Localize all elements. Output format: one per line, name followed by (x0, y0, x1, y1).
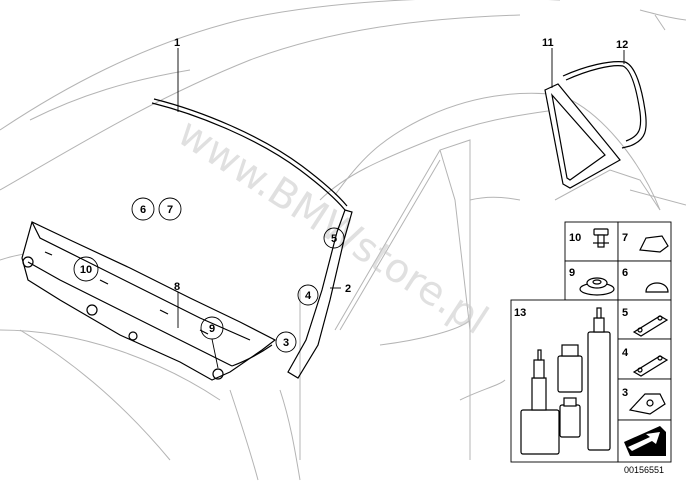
legend-3: 3 (622, 387, 628, 399)
windshield-top-seal (151, 102, 346, 211)
legend-4: 4 (622, 347, 629, 359)
callout-9: 9 (209, 323, 215, 335)
callout-10: 10 (80, 264, 92, 276)
clip-part-3 (628, 393, 666, 415)
legend-panel: 10 7 9 6 13 5 4 3 (510, 221, 672, 463)
watermark: www.BMWstore.pl (170, 110, 496, 344)
bracket-part-5 (632, 315, 669, 337)
legend-7: 7 (622, 232, 628, 244)
callout-8: 8 (174, 281, 180, 293)
a-pillar-trim (287, 209, 353, 379)
cap-part-6 (645, 282, 669, 293)
callout-12: 12 (616, 39, 628, 51)
window-seal (562, 61, 647, 149)
legend-13: 13 (514, 307, 526, 319)
pad-part-7 (639, 235, 669, 253)
bracket-part-4 (632, 355, 669, 377)
clip-part-10 (593, 228, 609, 248)
callout-3: 3 (283, 337, 289, 349)
callout-5: 5 (331, 233, 337, 245)
cowl-panel (21, 221, 277, 381)
callout-1: 1 (174, 37, 180, 49)
repair-kit-part-13 (520, 307, 611, 455)
legend-5: 5 (622, 307, 628, 319)
diagram-id: 00156551 (624, 465, 664, 475)
legend-6: 6 (622, 267, 628, 279)
legend-10: 10 (569, 232, 581, 244)
callout-2: 2 (345, 283, 351, 295)
legend-9: 9 (569, 267, 575, 279)
grommet-part-9 (579, 277, 615, 296)
callout-6: 6 (140, 204, 146, 216)
callout-11: 11 (542, 37, 554, 49)
callout-7: 7 (167, 204, 173, 216)
callout-4: 4 (305, 290, 312, 302)
